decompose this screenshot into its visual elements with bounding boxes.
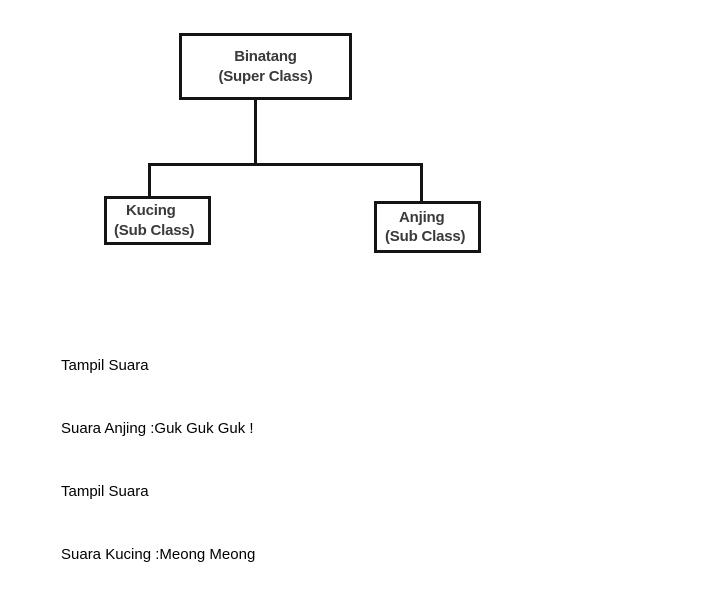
class-box-anjing-stereotype: (Sub Class) bbox=[385, 228, 466, 245]
console-output-line: Suara Kucing :Meong Meong bbox=[61, 546, 256, 563]
class-box-kucing-name: Kucing bbox=[126, 202, 176, 220]
class-box-anjing-name: Anjing bbox=[399, 208, 445, 226]
class-box-binatang: Binatang (Super Class) bbox=[179, 33, 352, 100]
connector-drop-to-kucing bbox=[148, 163, 151, 198]
connector-horizontal-bus bbox=[148, 163, 423, 166]
class-box-kucing: Kucing (Sub Class) bbox=[104, 196, 211, 245]
console-output-line: Tampil Suara bbox=[61, 483, 149, 500]
console-output-line: Tampil Suara bbox=[61, 357, 149, 374]
class-box-binatang-name: Binatang bbox=[234, 48, 297, 66]
class-box-kucing-stereotype: (Sub Class) bbox=[114, 221, 195, 239]
diagram-canvas: Binatang (Super Class) Kucing (Sub Class… bbox=[61, 33, 481, 563]
console-output-line: Suara Anjing :Guk Guk Guk ! bbox=[61, 420, 254, 437]
console-output: Tampil Suara Suara Anjing :Guk Guk Guk !… bbox=[61, 313, 255, 607]
connector-stem-super-to-bus bbox=[254, 100, 257, 166]
class-box-binatang-stereotype: (Super Class) bbox=[218, 67, 313, 85]
class-box-anjing: Anjing (Sub Class) bbox=[374, 201, 481, 253]
connector-drop-to-anjing bbox=[420, 163, 423, 203]
